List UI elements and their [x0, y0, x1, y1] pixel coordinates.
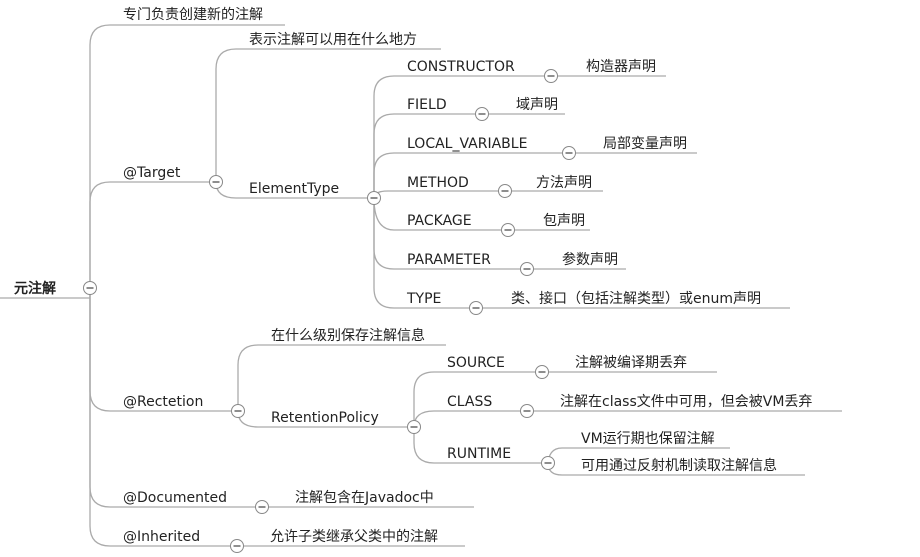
connector-retention-desc	[237, 344, 265, 411]
element-desc-node[interactable]: 表示注解可以用在什么地方	[249, 32, 417, 48]
runtime-collapse-icon[interactable]	[541, 456, 555, 470]
inherited-node[interactable]: @Inherited	[123, 529, 200, 545]
connector-et-type	[373, 198, 401, 309]
connector-root-target	[89, 181, 117, 288]
runtime-node[interactable]: RUNTIME	[447, 446, 511, 462]
connector-root-desc	[89, 24, 117, 288]
parameter-collapse-icon[interactable]	[520, 262, 534, 276]
node-labels: 元注解 专门负责创建新的注解 @Target 表示注解可以用在什么地方 Elem…	[14, 7, 812, 545]
connector-policy-runtime	[413, 427, 441, 464]
retention-collapse-icon[interactable]	[231, 404, 245, 418]
collapse-toggles	[83, 69, 576, 553]
field-desc-node[interactable]: 域声明	[516, 97, 558, 113]
source-collapse-icon[interactable]	[535, 365, 549, 379]
package-desc-node[interactable]: 包声明	[543, 213, 585, 229]
retention-desc-node[interactable]: 在什么级别保存注解信息	[271, 327, 425, 344]
elementtype-collapse-icon[interactable]	[367, 191, 381, 205]
method-collapse-icon[interactable]	[498, 184, 512, 198]
class-collapse-icon[interactable]	[520, 404, 534, 418]
connector-root-retention	[89, 288, 117, 412]
connector-et-parameter	[373, 198, 401, 270]
connector-et-constructor	[373, 75, 401, 198]
package-node[interactable]: PACKAGE	[407, 213, 472, 229]
retention-policy-collapse-icon[interactable]	[407, 420, 421, 434]
retention-node[interactable]: @Rectetion	[123, 394, 203, 410]
elementtype-node[interactable]: ElementType	[249, 181, 339, 197]
type-collapse-icon[interactable]	[469, 301, 483, 315]
documented-node[interactable]: @Documented	[123, 490, 227, 506]
documented-collapse-icon[interactable]	[255, 500, 269, 514]
parameter-node[interactable]: PARAMETER	[407, 252, 491, 268]
type-desc-node[interactable]: 类、接口（包括注解类型）或enum声明	[511, 290, 761, 307]
connector-root-inherited	[89, 288, 117, 547]
connector-et-local	[373, 152, 401, 198]
target-collapse-icon[interactable]	[209, 175, 223, 189]
underlines	[0, 24, 842, 547]
target-desc-node[interactable]: 专门负责创建新的注解	[123, 7, 263, 23]
source-node[interactable]: SOURCE	[447, 355, 505, 371]
constructor-desc-node[interactable]: 构造器声明	[586, 59, 656, 75]
type-node[interactable]: TYPE	[406, 291, 441, 307]
constructor-node[interactable]: CONSTRUCTOR	[407, 59, 515, 75]
documented-desc-node[interactable]: 注解包含在Javadoc中	[295, 490, 434, 506]
connector-root-documented	[89, 288, 117, 508]
connector-et-field	[373, 113, 401, 198]
root-node[interactable]: 元注解	[14, 280, 56, 297]
inherited-collapse-icon[interactable]	[230, 539, 244, 553]
field-collapse-icon[interactable]	[475, 107, 489, 121]
method-desc-node[interactable]: 方法声明	[536, 175, 592, 191]
class-desc-node[interactable]: 注解在class文件中可用，但会被VM丢弃	[560, 394, 812, 410]
retention-policy-node[interactable]: RetentionPolicy	[271, 410, 379, 426]
target-node[interactable]: @Target	[123, 165, 181, 181]
runtime-desc-node-2[interactable]: 可用通过反射机制读取注解信息	[581, 457, 777, 474]
root-collapse-icon[interactable]	[83, 281, 97, 295]
local-variable-node[interactable]: LOCAL_VARIABLE	[407, 136, 527, 152]
package-collapse-icon[interactable]	[501, 223, 515, 237]
source-desc-node[interactable]: 注解被编译期丢弃	[575, 355, 687, 371]
inherited-desc-node[interactable]: 允许子类继承父类中的注解	[270, 529, 438, 545]
class-node[interactable]: CLASS	[447, 394, 492, 410]
parameter-desc-node[interactable]: 参数声明	[562, 251, 618, 268]
runtime-desc-node-1[interactable]: VM运行期也保留注解	[581, 431, 715, 447]
method-node[interactable]: METHOD	[407, 175, 469, 191]
connector-target-desc	[215, 48, 243, 182]
field-node[interactable]: FIELD	[407, 97, 447, 113]
connector-policy-source	[413, 371, 441, 427]
local-variable-desc-node[interactable]: 局部变量声明	[603, 136, 687, 152]
constructor-collapse-icon[interactable]	[544, 69, 558, 83]
local-variable-collapse-icon[interactable]	[562, 146, 576, 160]
